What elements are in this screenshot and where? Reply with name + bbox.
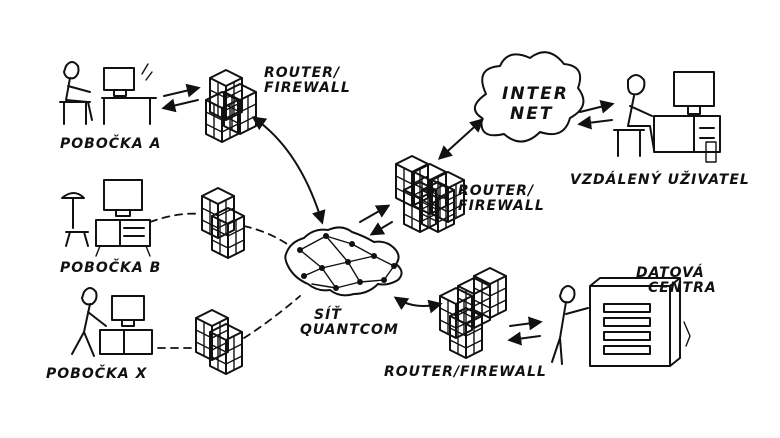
router-firewall-bottom-icon <box>439 267 507 359</box>
branch-x-workstation-icon <box>71 287 153 357</box>
label-remote-user: VZDÁLENÝ UŽIVATEL <box>570 172 750 188</box>
branch-a-workstation-icon <box>59 61 157 125</box>
label-datacenter-line1: DATOVÁ <box>636 265 705 281</box>
label-internet: INTER NET <box>502 84 569 124</box>
router-firewall-top-icon <box>205 69 257 143</box>
label-datacenter: DATOVÁ CENTRA <box>636 266 717 296</box>
label-pobocka-b: POBOČKA B <box>60 260 162 276</box>
label-router-top: ROUTER/ FIREWALL <box>264 66 351 96</box>
label-router-mid-line2: FIREWALL <box>458 198 545 214</box>
label-internet-line1: INTER <box>502 84 569 104</box>
label-router-bottom: ROUTER/FIREWALL <box>384 364 547 380</box>
label-router-mid-line1: ROUTER/ <box>458 183 535 199</box>
label-network-line2: QUANTCOM <box>300 322 399 338</box>
label-pobocka-x: POBOČKA X <box>46 366 148 382</box>
remote-user-workstation-icon <box>613 71 721 163</box>
router-firewall-mid-icon <box>395 155 465 233</box>
internet-cloud-icon <box>474 51 585 143</box>
branch-b-workstation-icon <box>61 179 151 257</box>
quantcom-network-map-icon <box>284 226 403 297</box>
label-internet-line2: NET <box>510 104 554 124</box>
label-router-mid: ROUTER/ FIREWALL <box>458 184 545 214</box>
label-pobocka-a: POBOČKA A <box>60 136 162 152</box>
datacenter-icon <box>551 277 691 367</box>
label-network-line1: SÍŤ <box>314 307 342 323</box>
firewall-b-icon <box>201 187 245 259</box>
label-router-top-line1: ROUTER/ <box>264 65 341 81</box>
connections <box>149 83 615 349</box>
label-router-top-line2: FIREWALL <box>264 80 351 96</box>
label-datacenter-line2: CENTRA <box>648 280 717 296</box>
firewall-x-icon <box>195 309 243 375</box>
label-network: SÍŤ QUANTCOM <box>300 308 399 338</box>
